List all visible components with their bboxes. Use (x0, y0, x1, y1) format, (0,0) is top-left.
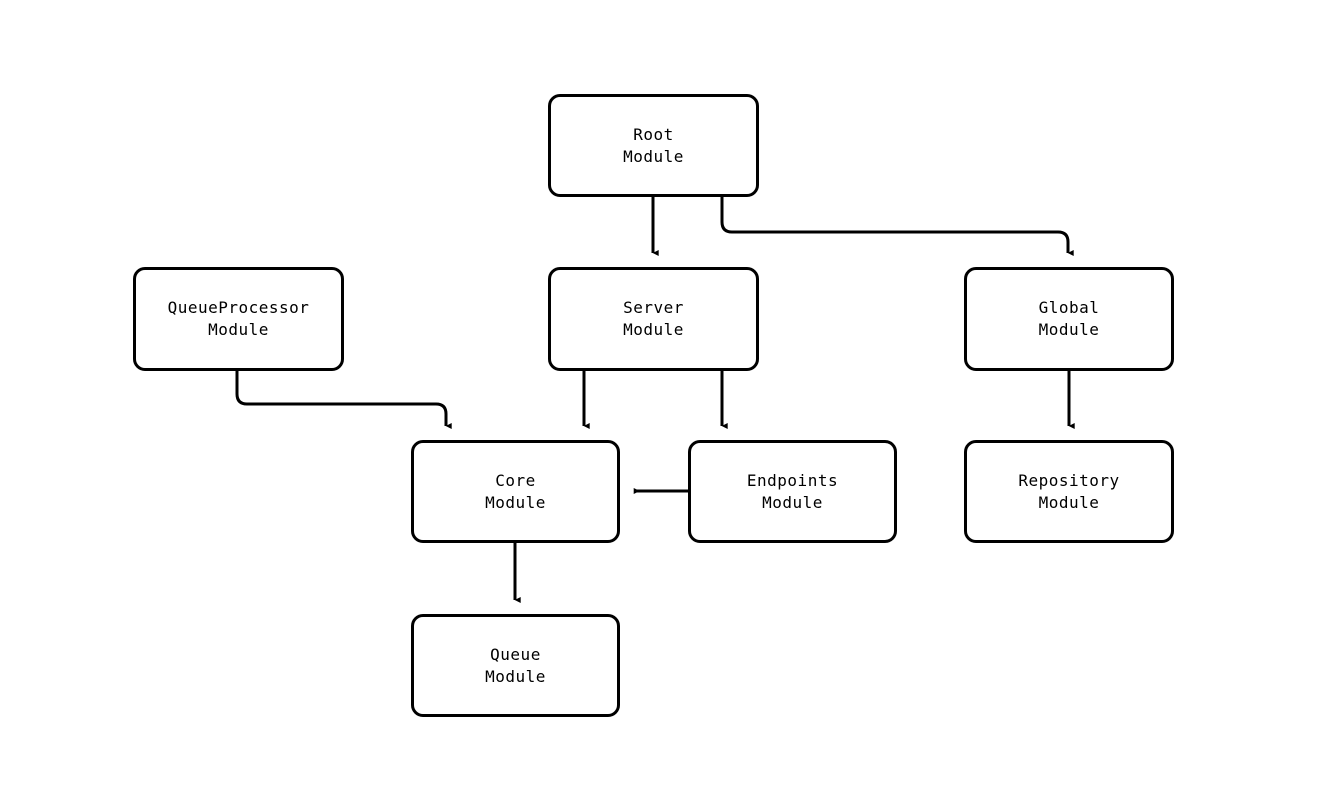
node-root[interactable]: Root Module (548, 94, 759, 197)
edge-root-to-global (720, 197, 1074, 256)
node-label-core: Core Module (485, 470, 546, 512)
node-label-endpoints: Endpoints Module (746, 470, 839, 512)
node-queueprocessor[interactable]: QueueProcessor Module (133, 267, 344, 371)
node-label-queueprocessor: QueueProcessor Module (167, 298, 310, 339)
edge-queueprocessor-to-core (235, 371, 452, 429)
node-label-queue: Queue Module (485, 644, 546, 686)
node-queue[interactable]: Queue Module (411, 614, 620, 717)
node-label-global: Global Module (1038, 298, 1100, 339)
node-core[interactable]: Core Module (411, 440, 620, 543)
node-server[interactable]: Server Module (548, 267, 759, 371)
node-global[interactable]: Global Module (964, 267, 1174, 371)
node-endpoints[interactable]: Endpoints Module (688, 440, 897, 543)
node-label-root: Root Module (623, 124, 684, 166)
node-label-server: Server Module (623, 298, 684, 339)
node-label-repository: Repository Module (1018, 470, 1120, 512)
node-repository[interactable]: Repository Module (964, 440, 1174, 543)
